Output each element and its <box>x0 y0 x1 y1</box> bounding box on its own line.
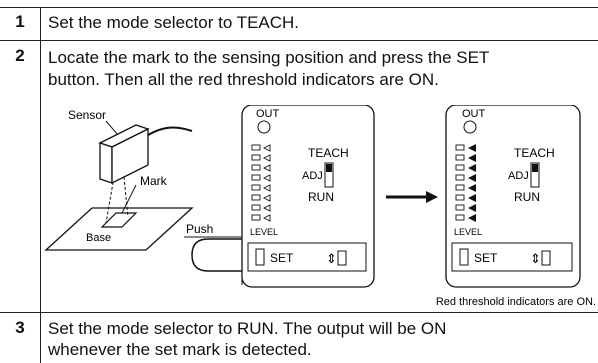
mode-teach-label-after: TEACH <box>514 146 555 160</box>
step-2-number: 2 <box>15 46 25 65</box>
set-label-before: SET <box>270 251 294 265</box>
level-indicator-column-after <box>455 144 476 222</box>
mark-label: Mark <box>140 174 168 188</box>
mode-adj-label-before: ADJ <box>302 170 323 182</box>
set-label-after: SET <box>474 251 498 265</box>
mode-selector-before <box>324 162 334 188</box>
setup-illustration: Sensor Mark Base Push OUT LEVEL TEACH AD… <box>44 105 596 308</box>
up-down-key-after <box>541 250 551 266</box>
mode-selector-after <box>530 162 540 188</box>
mode-teach-label-before: TEACH <box>308 146 349 160</box>
sensor-cable <box>147 126 193 136</box>
row-divider-2 <box>0 312 598 313</box>
beam-line-left <box>105 176 115 224</box>
base-plate <box>44 207 194 251</box>
mode-selector-knob-after <box>532 164 538 172</box>
set-button-before <box>255 248 265 266</box>
mode-adj-label-after: ADJ <box>508 170 529 182</box>
step-2-text-line-1: Locate the mark to the sensing position … <box>48 48 490 67</box>
sensor-label: Sensor <box>68 108 106 122</box>
row-divider-1 <box>0 40 598 41</box>
step-1-number: 1 <box>15 12 25 31</box>
push-label: Push <box>186 222 213 236</box>
out-label-after: OUT <box>462 108 486 120</box>
base-label: Base <box>86 232 111 244</box>
out-label-before: OUT <box>256 108 280 120</box>
step-3-text-line-1: Set the mode selector to RUN. The output… <box>48 319 447 338</box>
output-led-before <box>257 120 271 134</box>
indicator-caption: Red threshold indicators are ON. <box>436 296 596 308</box>
right-arrow-icon <box>426 191 438 203</box>
table-border-top <box>0 7 598 8</box>
sensor-left-face <box>99 142 113 184</box>
mark-leader <box>121 184 137 214</box>
updown-arrows-icon-after: ⇕ <box>530 251 541 266</box>
mark-area <box>100 212 138 228</box>
sensor-leader <box>105 120 119 136</box>
beam-line-right <box>123 176 129 218</box>
step-3-number: 3 <box>15 318 25 337</box>
step-2-text-line-2: button. Then all the red threshold indic… <box>48 70 439 89</box>
unit-panel-after <box>445 105 581 288</box>
step-3-text-line-2: whenever the set mark is detected. <box>48 340 312 359</box>
up-down-key-before <box>337 250 347 266</box>
mode-selector-knob-before <box>326 164 332 172</box>
column-divider <box>40 7 41 363</box>
button-bar-after <box>451 242 573 272</box>
button-bar-before <box>247 242 367 272</box>
finger-outline <box>191 238 242 272</box>
updown-arrows-icon-before: ⇕ <box>326 251 337 266</box>
sensor-front-face <box>111 127 149 185</box>
level-label-after: LEVEL <box>454 227 482 237</box>
mode-run-label-after: RUN <box>514 190 540 204</box>
step-1-text: Set the mode selector to TEACH. <box>48 13 300 32</box>
output-led-after <box>463 120 477 134</box>
set-button-after <box>459 248 469 266</box>
level-indicator-column-before <box>251 144 271 222</box>
mode-run-label-before: RUN <box>308 190 334 204</box>
unit-panel-before <box>241 105 375 288</box>
level-label-before: LEVEL <box>250 227 278 237</box>
